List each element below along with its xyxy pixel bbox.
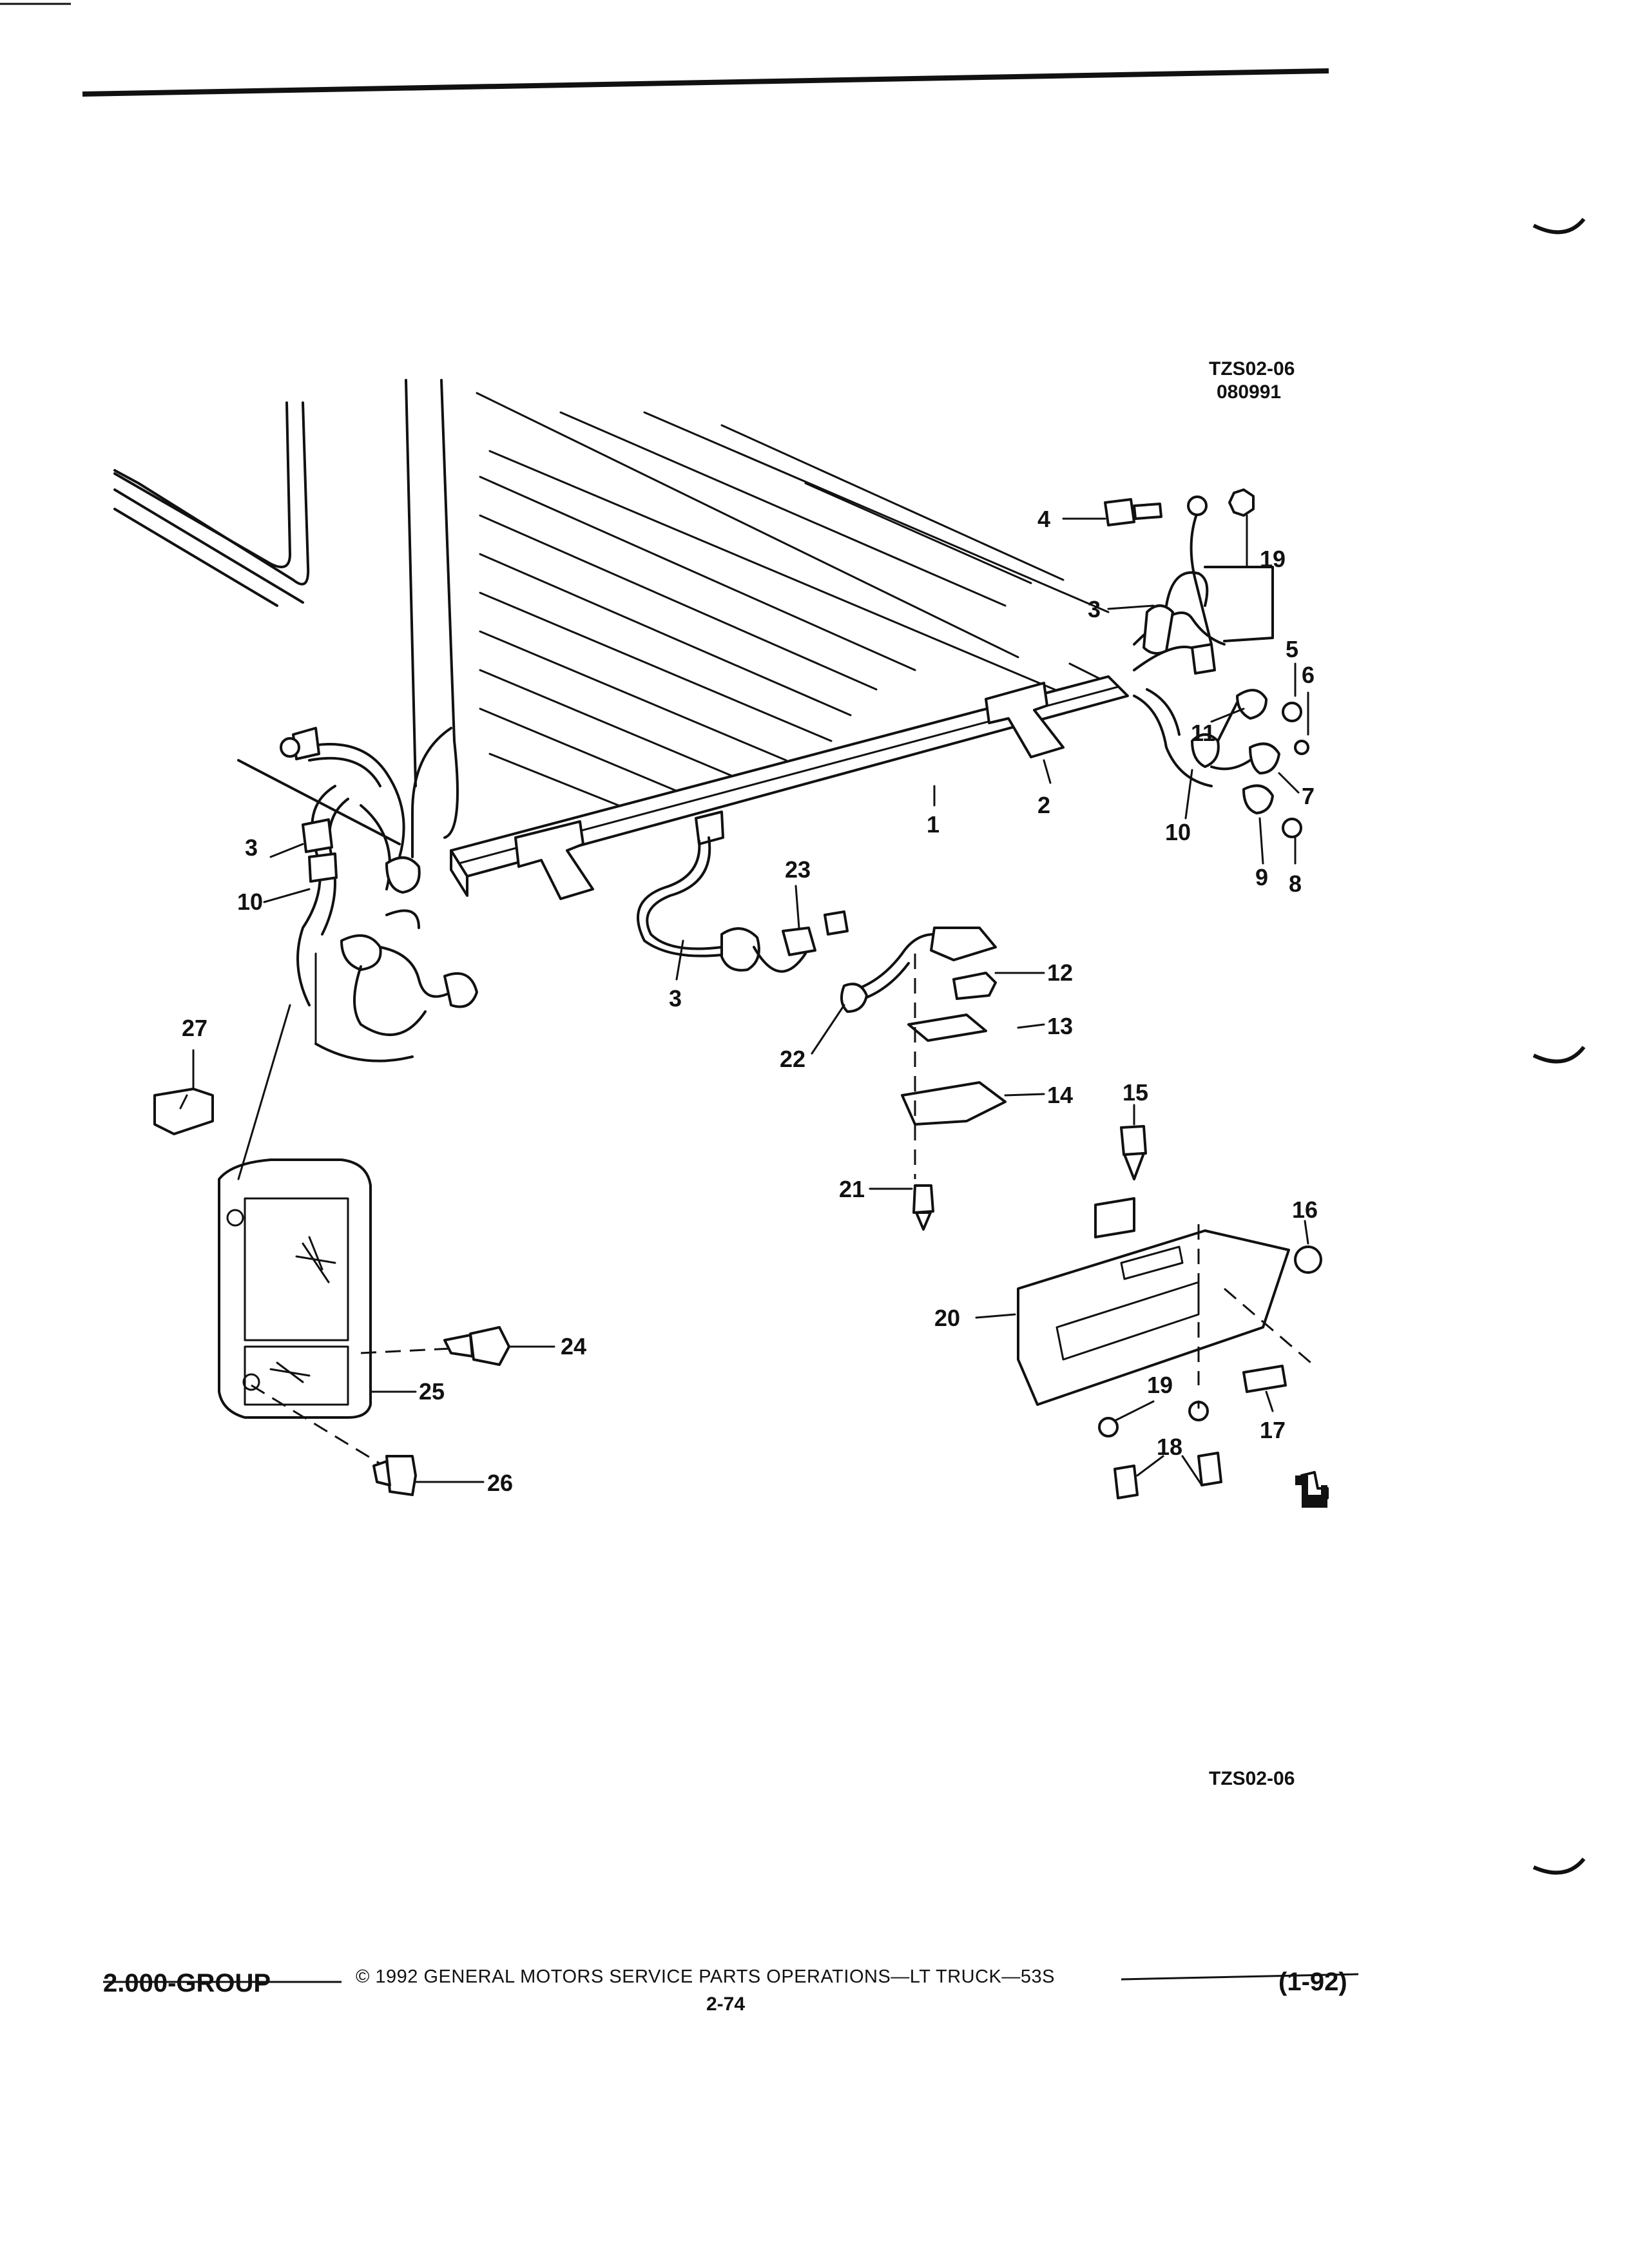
callout-15: 15 xyxy=(1123,1079,1148,1106)
callout-23: 23 xyxy=(785,856,811,883)
callout-20: 20 xyxy=(934,1305,960,1331)
callout-24: 24 xyxy=(561,1333,586,1360)
callout-26: 26 xyxy=(487,1470,513,1496)
tail-lamp xyxy=(153,1004,510,1496)
callout-11: 11 xyxy=(1191,720,1215,746)
license-pigtail xyxy=(637,836,849,973)
binder-mark xyxy=(1532,1046,1586,1064)
callout-7: 7 xyxy=(1302,783,1315,809)
callout-6: 6 xyxy=(1302,662,1315,688)
callout-5: 5 xyxy=(1286,636,1298,662)
callout-25: 25 xyxy=(419,1378,445,1405)
callout-12: 12 xyxy=(1047,959,1073,986)
drawing-code-top: TZS02-06 xyxy=(1209,358,1295,380)
footer-group: 2.000-GROUP xyxy=(103,1969,271,1997)
right-harness xyxy=(1104,488,1309,838)
callout-3: 3 xyxy=(1088,596,1101,622)
header-rule xyxy=(82,68,1329,97)
callout-22: 22 xyxy=(780,1046,805,1072)
callout-9: 9 xyxy=(1255,864,1268,890)
footer-page-number: 2-74 xyxy=(706,1994,746,2015)
callout-4: 4 xyxy=(1037,506,1050,532)
callout-21: 21 xyxy=(839,1176,865,1202)
footer-copyright: © 1992 GENERAL MOTORS SERVICE PARTS OPER… xyxy=(356,1966,1055,1987)
callout-1: 1 xyxy=(927,811,940,838)
license-lamp-assembly xyxy=(840,927,1007,1231)
callout-8: 8 xyxy=(1289,870,1302,897)
harness-rail xyxy=(450,675,1129,900)
callout-3: 3 xyxy=(245,834,258,861)
footer-date-code: (1-92) xyxy=(1278,1968,1347,1996)
callout-27: 27 xyxy=(182,1015,207,1041)
callout-19: 19 xyxy=(1260,546,1286,572)
callout-18: 18 xyxy=(1157,1434,1182,1460)
truck-body xyxy=(113,379,1274,1062)
callout-17: 17 xyxy=(1260,1417,1286,1443)
drawing-date: 080991 xyxy=(1217,381,1282,403)
callout-13: 13 xyxy=(1047,1013,1073,1039)
footer-rule-right xyxy=(1121,1973,1359,1981)
binder-mark xyxy=(1532,1858,1586,1875)
callout-16: 16 xyxy=(1292,1196,1318,1223)
leader-lines xyxy=(192,514,1309,1486)
callout-10: 10 xyxy=(237,889,263,915)
left-harness xyxy=(280,727,478,1036)
callout-3: 3 xyxy=(669,985,682,1012)
callout-2: 2 xyxy=(1037,792,1050,818)
binder-mark xyxy=(1532,218,1586,235)
callout-14: 14 xyxy=(1047,1082,1073,1108)
drawing-code-bottom: TZS02-06 xyxy=(1209,1768,1295,1789)
callout-10: 10 xyxy=(1165,819,1191,845)
callout-labels: 1 2 3 3 3 4 5 6 7 8 9 10 10 11 12 13 14 … xyxy=(182,506,1318,1496)
callout-19: 19 xyxy=(1147,1372,1173,1398)
logo-mark xyxy=(1295,1475,1327,1508)
